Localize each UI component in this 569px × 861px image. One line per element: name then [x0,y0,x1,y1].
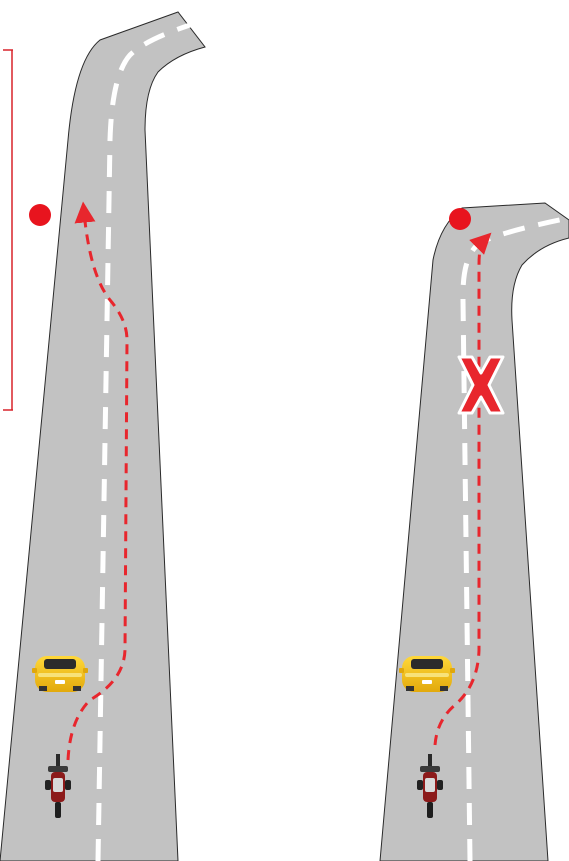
reference-point-left [29,204,51,226]
side-marker-bracket [3,50,13,410]
road-right [380,203,569,861]
car-icon [32,656,88,692]
reference-point-right [449,208,471,230]
panel-left [0,12,205,861]
car-icon [399,656,455,692]
panel-right: X [380,203,569,861]
